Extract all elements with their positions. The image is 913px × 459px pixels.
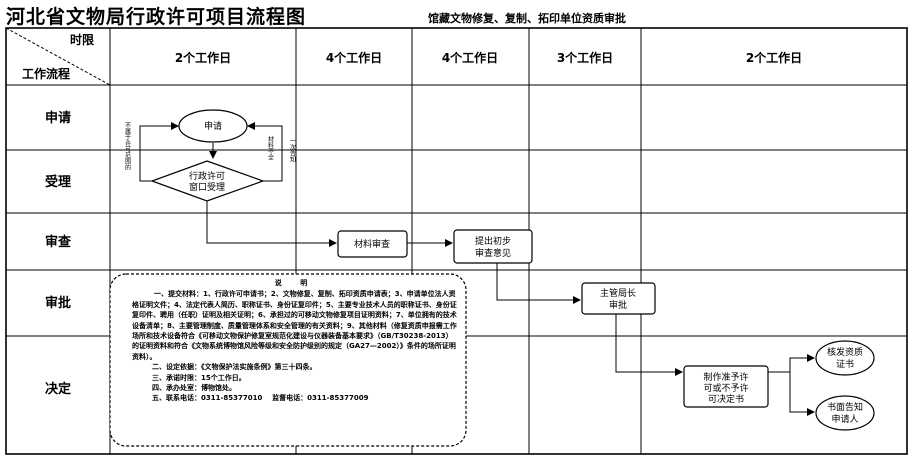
svg-text:申请: 申请	[204, 120, 222, 132]
svg-text:可决定书: 可决定书	[708, 393, 744, 405]
svg-text:证书: 证书	[836, 359, 854, 370]
node-apply: 申请	[178, 109, 248, 143]
page-subtitle: 馆藏文物修复、复制、拓印单位资质审批	[428, 12, 626, 25]
corner-label-time: 时限	[70, 32, 94, 47]
row-label: 审批	[45, 295, 71, 311]
svg-text:申请人: 申请人	[831, 413, 858, 425]
svg-text:材料审查: 材料审查	[354, 238, 390, 250]
node-preliminary-opinion: 提出初步 审查意见	[453, 229, 533, 264]
notes-item: 四、承办处室：博物馆处。	[152, 384, 236, 393]
svg-text:窗口受理: 窗口受理	[189, 181, 225, 193]
notes-item: 一、提交材料：1、行政许可申请书；2、文物修复、复制、拓印资质申请表；3、申请单…	[132, 290, 457, 361]
svg-text:提出初步: 提出初步	[475, 235, 511, 247]
column-header: 3个工作日	[557, 50, 613, 65]
svg-text:主管局长: 主管局长	[600, 287, 636, 299]
notes-item: 三、承诺时限：15个工作日。	[152, 373, 246, 382]
flow-connectors	[139, 122, 815, 416]
row-label: 审查	[45, 234, 72, 250]
node-window-accept: 行政许可 窗口受理	[150, 160, 265, 202]
row-label: 受理	[45, 174, 71, 190]
corner-label-process: 工作流程	[22, 66, 70, 81]
row-label: 申请	[45, 110, 71, 126]
side-label-incomplete: 材料不全	[267, 135, 274, 160]
supervision-phone: 监督电话：0311-85377009	[272, 394, 369, 403]
notes-item: 二、设定依据：《文物保护法实施条例》第三十四条。	[152, 363, 317, 372]
svg-text:制作准予许: 制作准予许	[703, 371, 748, 383]
row-label: 决定	[45, 381, 71, 397]
svg-text:核发资质: 核发资质	[827, 346, 863, 358]
svg-text:审批: 审批	[609, 299, 627, 311]
svg-text:书面告知: 书面告知	[827, 401, 863, 413]
table-frame	[5, 27, 908, 455]
svg-text:可或不予许: 可或不予许	[703, 382, 748, 394]
column-header: 4个工作日	[326, 50, 382, 65]
column-header: 2个工作日	[175, 50, 231, 65]
page-title: 河北省文物局行政许可项目流程图	[6, 6, 307, 28]
node-material-review: 材料审查	[337, 230, 408, 258]
side-label-out-of-scope: 不属于许可范围的	[124, 122, 131, 171]
notes-panel: 说 明 一、提交材料：1、行政许可申请书；2、文物修复、复制、拓印资质申请表；3…	[122, 276, 462, 444]
node-make-decision: 制作准予许 可或不予许 可决定书	[683, 365, 769, 408]
svg-text:行政许可: 行政许可	[189, 170, 225, 182]
node-director-approval: 主管局长 审批	[581, 282, 656, 315]
notes-heading: 说 明	[274, 279, 316, 287]
side-label-one-notice: 一次告知	[289, 138, 296, 163]
svg-text:审查意见: 审查意见	[475, 247, 511, 259]
notes-box	[109, 273, 467, 447]
column-header: 4个工作日	[442, 50, 498, 65]
column-header: 2个工作日	[746, 50, 802, 65]
node-notify-applicant: 书面告知 申请人	[815, 395, 875, 431]
contact-phone: 五、联系电话：0311-85377010	[152, 394, 263, 403]
node-issue-certificate: 核发资质 证书	[815, 340, 875, 376]
notes-item: 五、联系电话：0311-85377010 监督电话：0311-85377009	[132, 393, 458, 403]
